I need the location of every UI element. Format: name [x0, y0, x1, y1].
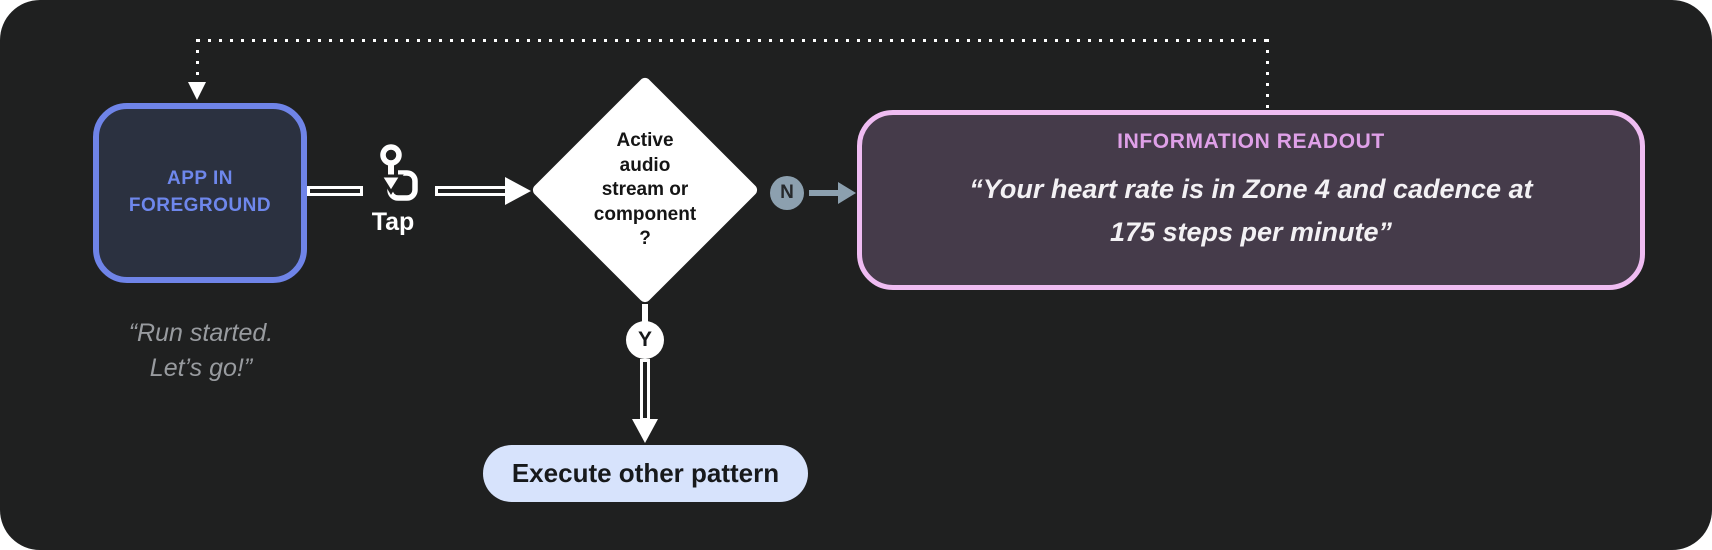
- decision-line: Active: [616, 130, 674, 151]
- readout-quote-line: 175 steps per minute”: [1109, 217, 1393, 248]
- decision-question: Active audio stream or component ?: [570, 129, 720, 252]
- node-execute-other-pattern: Execute other pattern: [483, 445, 808, 502]
- branch-yes-badge: Y: [626, 321, 664, 359]
- tap-gesture-icon: [365, 144, 421, 208]
- branch-no-label: N: [780, 182, 794, 203]
- node-app-label: APP IN FOREGROUND: [128, 168, 272, 216]
- dotted-loop-arrowhead-icon: [188, 82, 206, 100]
- caption-line: “Run started.: [128, 319, 274, 347]
- connector-app-to-tap: [307, 186, 363, 196]
- dotted-loop-top: [197, 39, 1269, 42]
- connector-yes-to-action: [640, 359, 650, 421]
- connector-decision-to-yes: [642, 304, 648, 322]
- dotted-loop-left: [196, 39, 199, 81]
- action-label: Execute other pattern: [511, 458, 780, 488]
- arrowhead-into-action-icon: [632, 419, 658, 443]
- branch-yes-label: Y: [637, 328, 652, 351]
- node-app-in-foreground: APP IN FOREGROUND: [93, 103, 307, 283]
- caption-line: Let’s go!”: [149, 353, 253, 382]
- app-voice-caption: “Run started. Let’s go!”: [96, 316, 306, 385]
- decision-line: ?: [639, 228, 651, 249]
- decision-line: audio: [619, 154, 671, 176]
- readout-quote: “Your heart rate is in Zone 4 and cadenc…: [969, 168, 1532, 254]
- arrowhead-into-decision-icon: [505, 177, 531, 205]
- connector-tap-to-decision: [435, 186, 509, 196]
- decision-line: stream or: [601, 179, 689, 200]
- readout-quote-line: “Your heart rate is in Zone 4 and cadenc…: [969, 174, 1533, 204]
- node-information-readout: INFORMATION READOUT “Your heart rate is …: [857, 110, 1645, 290]
- arrowhead-into-readout-icon: [838, 182, 856, 204]
- decision-line: component: [593, 203, 697, 225]
- readout-title: INFORMATION READOUT: [1117, 130, 1385, 153]
- branch-no-badge: N: [770, 176, 804, 210]
- tap-label: Tap: [371, 208, 415, 236]
- connector-no-to-readout: [809, 190, 841, 196]
- dotted-loop-right: [1266, 39, 1269, 109]
